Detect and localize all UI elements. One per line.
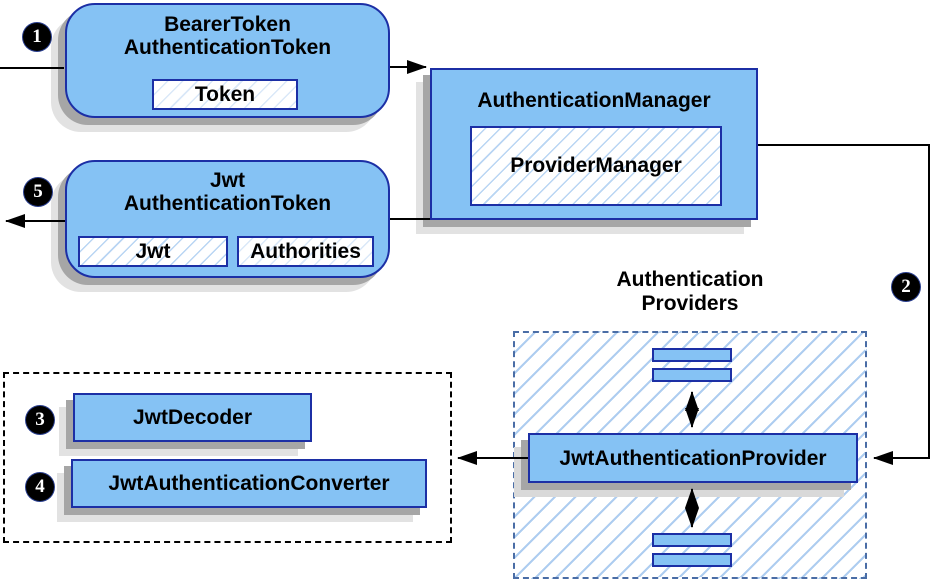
authentication-providers-label-line1: Authentication (616, 268, 764, 291)
step-badge-5: 5 (24, 178, 52, 206)
field-jwt: Jwt (78, 236, 228, 267)
node-jwt-authentication-converter: JwtAuthenticationConverter (71, 459, 427, 508)
jwt-authentication-provider-title: JwtAuthenticationProvider (559, 446, 827, 470)
bearer-token-title-line1: BearerToken (164, 13, 291, 36)
provider-placeholder-bar (652, 368, 732, 382)
field-token: Token (152, 79, 298, 110)
provider-placeholder-bar (652, 348, 732, 362)
node-jwt-authentication-token: Jwt AuthenticationToken Jwt Authorities (65, 160, 390, 278)
node-bearer-token-authentication-token: BearerToken AuthenticationToken Token (65, 3, 390, 118)
step-badge-2: 2 (892, 273, 920, 301)
node-authentication-manager: AuthenticationManager ProviderManager (430, 68, 758, 220)
node-jwt-authentication-provider: JwtAuthenticationProvider (528, 433, 858, 483)
field-authorities: Authorities (237, 236, 374, 267)
authentication-providers-label: Authentication Providers (513, 268, 867, 316)
jwt-token-title-line2: AuthenticationToken (123, 192, 332, 215)
jwt-authentication-converter-title: JwtAuthenticationConverter (108, 472, 390, 495)
step-badge-3: 3 (26, 406, 54, 434)
provider-placeholder-bar (652, 533, 732, 547)
decoder-converter-group (3, 372, 452, 543)
authentication-providers-label-line2: Providers (641, 292, 739, 315)
field-provider-manager: ProviderManager (470, 126, 722, 206)
provider-placeholder-bar (652, 553, 732, 567)
step-badge-4: 4 (26, 473, 54, 501)
bearer-token-title-line2: AuthenticationToken (123, 36, 332, 59)
jwt-token-title-line1: Jwt (209, 169, 245, 192)
jwt-decoder-title: JwtDecoder (132, 406, 253, 429)
authentication-manager-title: AuthenticationManager (477, 89, 711, 112)
step-badge-1: 1 (23, 23, 51, 51)
node-jwt-decoder: JwtDecoder (73, 393, 312, 442)
